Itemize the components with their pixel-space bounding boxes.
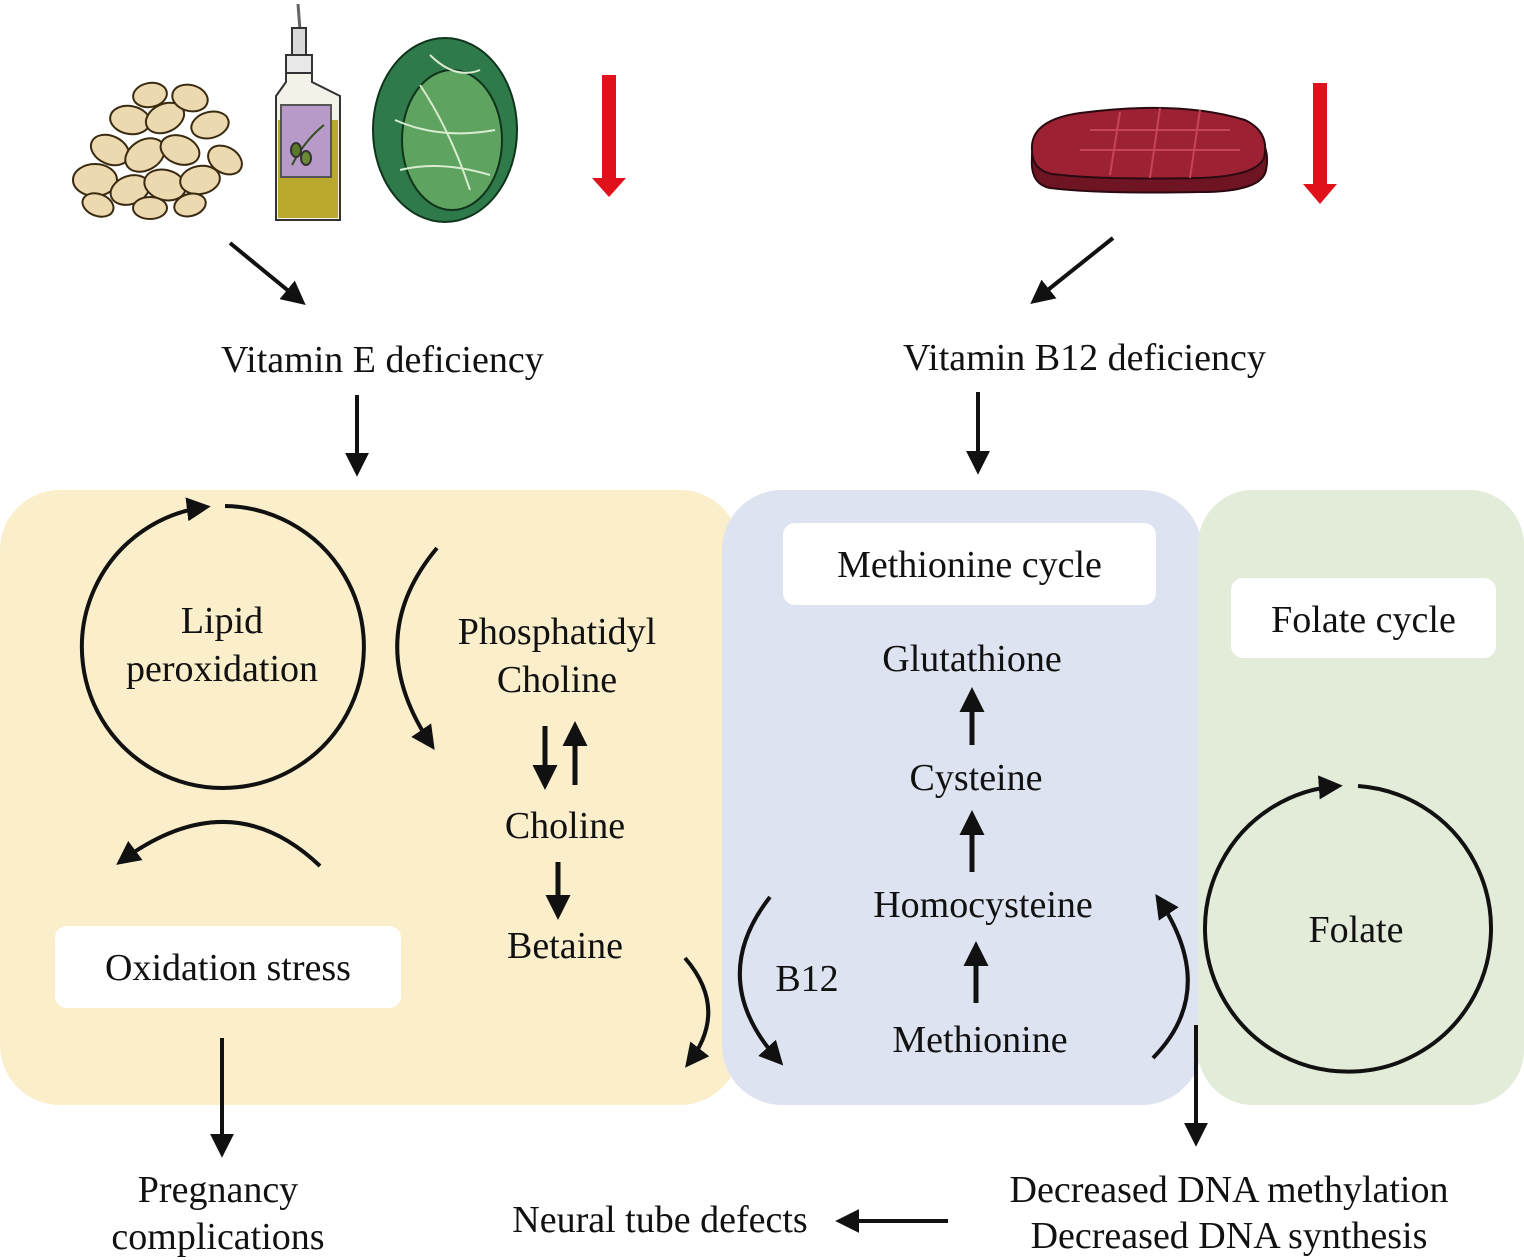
arrow-foods-to-vitamin-e — [228, 241, 306, 306]
oxidation-stress-box — [55, 926, 401, 1008]
methionine-label: Methionine — [892, 1019, 1068, 1061]
pregnancy-label-line1: Pregnancy — [137, 1169, 299, 1211]
oil-bottle-icon — [275, 3, 341, 221]
vitamin-e-deficiency-label: Vitamin E deficiency — [221, 339, 544, 381]
arc-right-to-homocysteine — [1151, 894, 1190, 1060]
red-down-arrow-icon — [592, 75, 626, 197]
arc-betaine-to-methionine — [683, 956, 711, 1068]
seeds-icon — [72, 81, 243, 220]
phosphatidyl-label-line1: Phosphatidyl — [457, 611, 657, 653]
arc-to-oxidation — [116, 820, 322, 868]
phosphatidyl-label-line2: Choline — [496, 659, 618, 701]
cysteine-label: Cysteine — [909, 757, 1043, 799]
cabbage-icon — [372, 37, 518, 223]
decreased-synthesis-label: Decreased DNA synthesis — [1030, 1215, 1428, 1257]
meat-icon — [1030, 106, 1268, 194]
folate-cycle-box — [1231, 578, 1496, 658]
lipid-cycle-arrow — [79, 497, 366, 790]
red-down-arrow-icon — [1303, 83, 1337, 204]
glutathione-label: Glutathione — [882, 638, 1062, 680]
arc-b12 — [737, 895, 784, 1066]
folate-cycle-label: Folate cycle — [1271, 599, 1456, 641]
b12-label: B12 — [775, 958, 839, 1000]
betaine-label: Betaine — [506, 925, 624, 967]
methionine-cycle-box — [783, 523, 1156, 605]
choline-label: Choline — [504, 805, 626, 847]
neural-tube-defects-label: Neural tube defects — [512, 1199, 808, 1241]
pregnancy-label-line2: complications — [111, 1216, 325, 1258]
lipid-peroxidation-label-line1: Lipid — [180, 600, 264, 642]
folate-cycle-arrow — [1203, 775, 1493, 1074]
arrow-meat-to-vitamin-b12 — [1030, 236, 1115, 304]
homocysteine-label: Homocysteine — [873, 884, 1093, 926]
vitamin-b12-deficiency-label: Vitamin B12 deficiency — [903, 337, 1266, 379]
decreased-methylation-label: Decreased DNA methylation — [1009, 1169, 1449, 1211]
lipid-peroxidation-label-line2: peroxidation — [125, 648, 319, 690]
folate-label: Folate — [1308, 909, 1404, 951]
methionine-cycle-label: Methionine cycle — [837, 544, 1102, 586]
oxidation-stress-label: Oxidation stress — [105, 947, 351, 989]
arc-to-phosphatidyl — [395, 546, 439, 750]
